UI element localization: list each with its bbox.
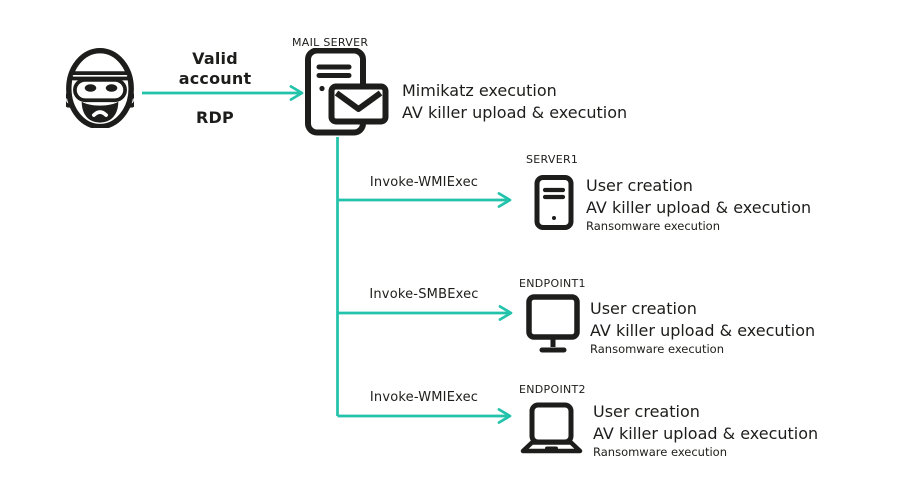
laptop-icon [520,402,583,454]
endpoint2-action-2: AV killer upload & execution [593,424,819,443]
arrowhead-endpoint2 [497,408,512,424]
endpoint1-actions: User creation AV killer upload & executi… [590,298,815,357]
arrowhead-server1 [497,192,512,208]
mail-server-label: MAIL SERVER [292,36,369,49]
server1-actions: User creation AV killer upload & executi… [586,175,811,234]
arrowhead-mailserver [289,85,304,101]
server1-action-3: Ransomware execution [586,219,721,233]
endpoint2-actions: User creation AV killer upload & executi… [593,401,818,460]
mail-server-action-1: Mimikatz execution [402,81,557,100]
mail-server-action-2: AV killer upload & execution [402,103,628,122]
desktop-monitor-icon [526,294,580,353]
edge-label-invoke-smbexec: Invoke-SMBExec [369,287,479,302]
arrowhead-endpoint1 [498,305,513,321]
endpoint1-action-1: User creation [590,299,697,318]
endpoint1-label: ENDPOINT1 [519,277,586,290]
burglar-icon [66,48,134,128]
mail-server-icon [305,48,389,136]
server1-action-1: User creation [586,176,693,195]
endpoint2-label: ENDPOINT2 [519,383,586,396]
mail-server-actions: Mimikatz execution AV killer upload & ex… [402,80,627,124]
edge-label-valid-account: Valid account [150,49,280,89]
edge-label-rdp: RDP [196,108,234,127]
edge-label-invoke-wmiexec-1: Invoke-WMIExec [369,175,479,190]
valid-account-line1: Valid [192,49,238,68]
valid-account-line2: account [178,69,252,88]
server-tower-icon [534,175,574,230]
edge-label-invoke-wmiexec-2: Invoke-WMIExec [369,390,479,405]
server1-label: SERVER1 [526,153,579,166]
endpoint2-action-1: User creation [593,402,700,421]
endpoint1-action-3: Ransomware execution [590,342,725,356]
server1-action-2: AV killer upload & execution [586,198,812,217]
endpoint2-action-3: Ransomware execution [593,445,728,459]
endpoint1-action-2: AV killer upload & execution [590,321,816,340]
